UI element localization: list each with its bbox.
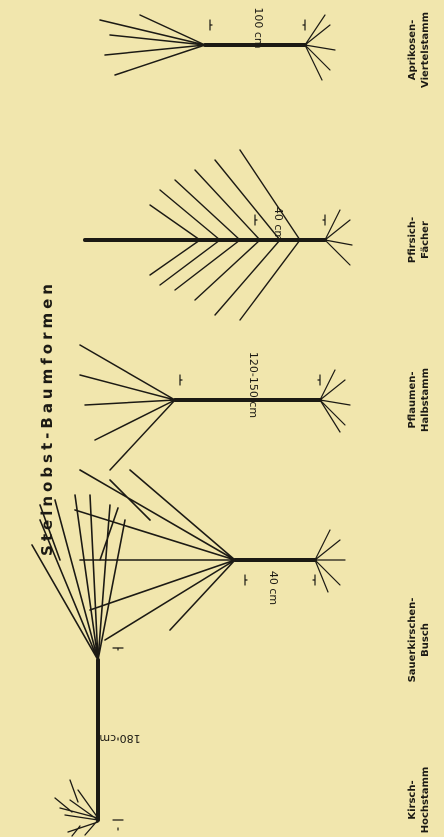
tree-measure: 120-150 cm xyxy=(247,352,260,418)
measure-bracket xyxy=(255,215,325,225)
crown xyxy=(80,345,175,470)
diagram-title: Steinobst-Baumformen xyxy=(38,280,56,556)
roots xyxy=(325,210,352,265)
tree-aprikosen-viertelstamm: 100 cm xyxy=(100,7,335,80)
tree-measure: 40 cm xyxy=(267,571,280,605)
tree-name-line1: Kirsch- xyxy=(407,780,418,819)
crown xyxy=(75,470,235,640)
tree-name-line2: Viertelstamm xyxy=(420,12,431,88)
tree-name-line2: Busch xyxy=(420,623,431,657)
roots xyxy=(305,15,335,80)
tree-name-line2: Halbstamm xyxy=(420,368,431,432)
tree-sauerkirschen-busch: 40 cm xyxy=(75,470,345,640)
tree-name-line2: Fächer xyxy=(420,221,431,259)
crown xyxy=(32,495,125,660)
tree-pfirsich-faecher: 40 cm xyxy=(85,150,352,320)
tree-name-line1: Sauerkirschen- xyxy=(407,598,418,683)
tree-name-line2: Hochstamm xyxy=(420,767,431,834)
tree-name-line1: Pfirsich- xyxy=(407,217,418,263)
tree-name-line1: Aprikosen- xyxy=(407,20,418,81)
tree-measure: 40 cm xyxy=(272,207,285,241)
tree-pflaumen-halbstamm: 120-150 cm xyxy=(80,345,350,470)
roots xyxy=(315,530,345,592)
tree-measure: 100 cm xyxy=(252,7,265,48)
roots xyxy=(320,370,350,432)
tree-name-line1: Pflaumen- xyxy=(407,371,418,428)
tree-measure: 180 cm xyxy=(99,732,140,745)
crown xyxy=(100,15,205,75)
roots xyxy=(55,780,98,836)
